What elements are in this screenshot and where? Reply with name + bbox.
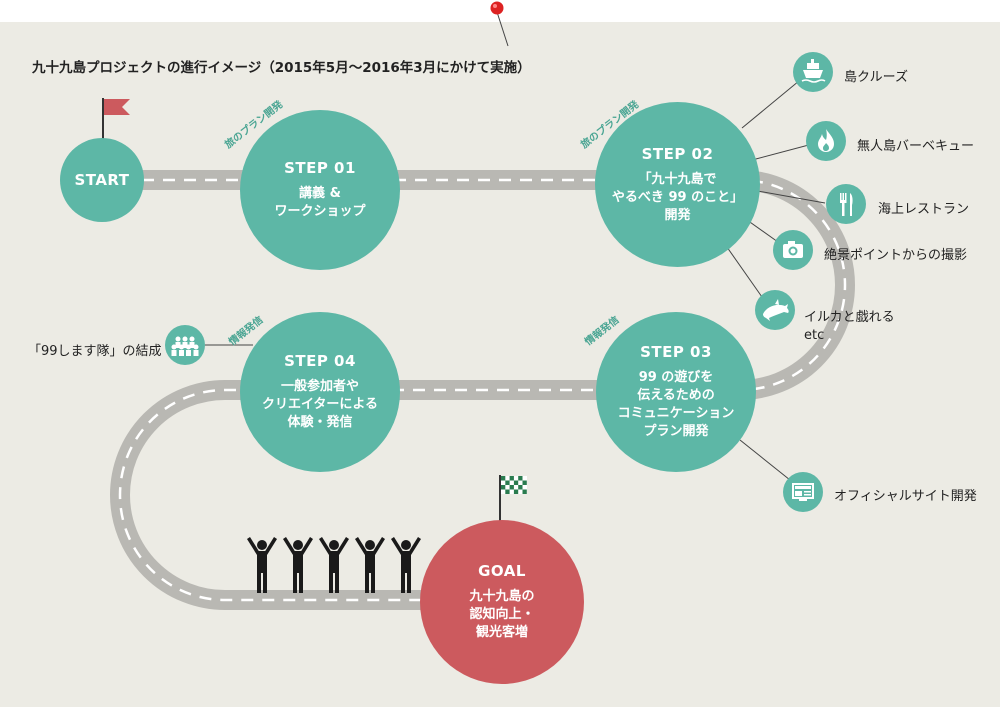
bbq-circle [806, 121, 846, 161]
start-label: START [74, 171, 130, 189]
step-02-label: STEP 02 [641, 144, 714, 163]
step-04-desc: 一般参加者や クリエイターによる 体験・発信 [261, 379, 379, 430]
start-circle: START [60, 138, 144, 222]
team-circle [165, 325, 205, 365]
step-01-desc: 講義 & ワークショップ [274, 186, 366, 219]
dolphin-circle [755, 290, 795, 330]
camera-label: 絶景ポイントからの撮影 [824, 248, 968, 263]
connector-dolphin [721, 239, 763, 298]
step-04-circle: STEP 04 一般参加者や クリエイターによる 体験・発信 [240, 312, 400, 472]
connector-restaurant [751, 189, 826, 204]
step-01-label: STEP 01 [284, 159, 356, 177]
restaurant-circle [826, 184, 866, 224]
step-02-desc: 「九十九島で やるべき 99 のこと」 開発 [611, 171, 744, 223]
goal-desc: 九十九島の 認知向上・ 観光客増 [469, 589, 535, 640]
connector-site [739, 439, 791, 481]
dolphin-label: イルカと戯れる [804, 310, 895, 325]
start-flag-icon [102, 98, 130, 145]
camera-circle [773, 230, 813, 270]
fork-knife-icon [840, 193, 853, 216]
group-icon [171, 336, 199, 356]
step-03-label: STEP 03 [640, 343, 712, 361]
monitor-icon [792, 483, 814, 501]
cheering-people-icon [247, 537, 421, 593]
step-04-label: STEP 04 [284, 352, 356, 370]
step-03-circle: STEP 03 99 の遊びを 伝えるための コミュニケーション プラン開発 [596, 312, 756, 472]
goal-label: GOAL [478, 562, 526, 580]
page-title: 九十九島プロジェクトの進行イメージ（2015年5月～2016年3月にかけて実施） [32, 60, 531, 76]
connector-cruise [741, 75, 806, 129]
camera-icon [783, 241, 803, 258]
step-02-circle: STEP 02 「九十九島で やるべき 99 のこと」 開発 [595, 102, 760, 267]
ship-icon [801, 59, 826, 83]
etc-label: etc [804, 328, 825, 343]
goal-circle: GOAL 九十九島の 認知向上・ 観光客増 [420, 520, 584, 684]
bbq-label: 無人島バーベキュー [857, 139, 975, 154]
cruise-circle [793, 52, 833, 92]
step-03-desc: 99 の遊びを 伝えるための コミュニケーション プラン開発 [617, 370, 735, 439]
official-site-label: オフィシャルサイト開発 [834, 489, 977, 504]
dolphin-icon [763, 299, 789, 321]
pin-string [496, 11, 509, 47]
restaurant-label: 海上レストラン [878, 202, 970, 217]
step-01-circle: STEP 01 講義 & ワークショップ [240, 110, 400, 270]
official-site-circle [783, 472, 823, 512]
pin-icon [490, 1, 504, 15]
team-label: 「99します隊」の結成 [28, 344, 162, 359]
goal-checkered-flag-icon [499, 475, 527, 530]
fire-icon [818, 129, 834, 152]
cruise-label: 島クルーズ [844, 70, 908, 85]
